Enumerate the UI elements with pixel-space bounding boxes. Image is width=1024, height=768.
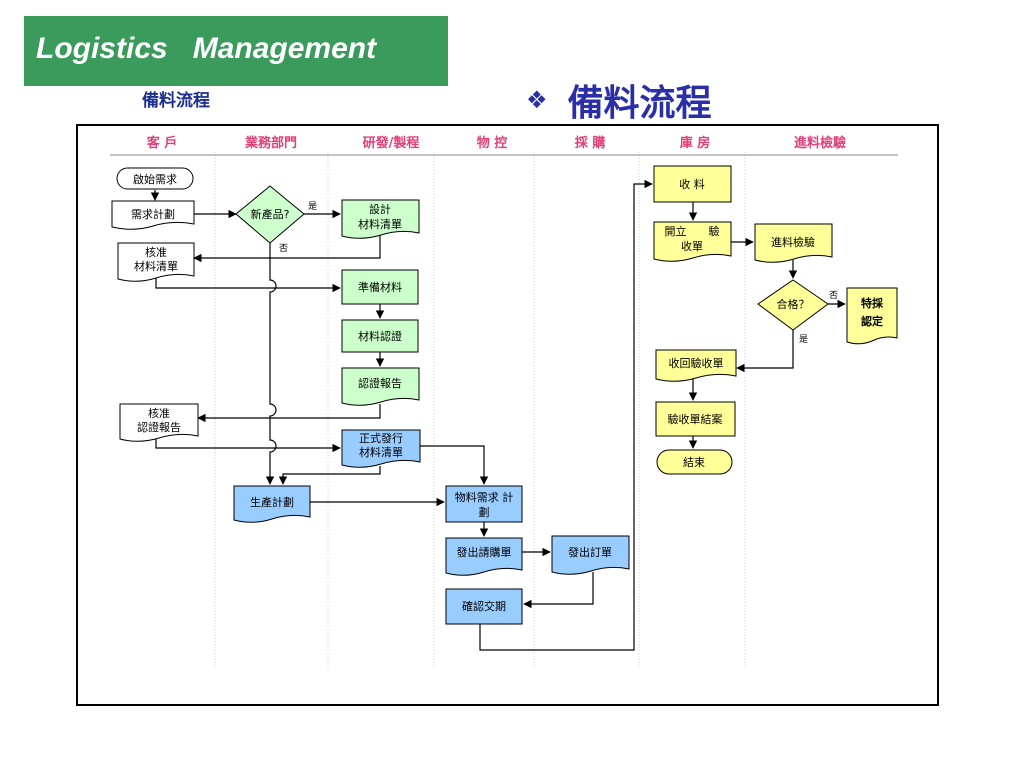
connectors [150, 179, 846, 651]
node-end: 結束 [656, 449, 733, 475]
svg-text:認證報告: 認證報告 [137, 420, 181, 434]
svg-text:認證報告: 認證報告 [358, 376, 402, 390]
svg-text:新產品?: 新產品? [251, 207, 290, 221]
prepare-material-label: 準備材料 [358, 280, 402, 294]
node-purchase-order: 發出訂單 [551, 535, 630, 575]
lane-separators [214, 152, 746, 668]
lane-incoming-inspection: 進料檢驗 [794, 135, 846, 151]
node-design-bom: 設計 材料清單 [341, 199, 420, 239]
node-new-product: 新產品? [235, 185, 305, 244]
diagram-frame [76, 124, 939, 706]
node-special-purchase: 特採 認定 [846, 287, 898, 345]
receive-label: 收 料 [679, 177, 705, 191]
svg-text:核准: 核准 [145, 245, 167, 259]
close-receipt-label: 驗收單結案 [668, 412, 723, 426]
svg-text:進料檢驗: 進料檢驗 [771, 235, 815, 249]
svg-text:材料清單: 材料清單 [359, 445, 403, 459]
node-cert-report: 認證報告 [341, 367, 420, 406]
svg-text:設計: 設計 [369, 202, 391, 216]
node-open-receipt: 開立 驗 收單 [653, 221, 732, 262]
svg-text:開立 驗: 開立 驗 [665, 224, 720, 238]
lane-customer: 客 戶 [147, 135, 178, 151]
node-production-plan: 生產計劃 [233, 485, 311, 523]
lane-rd: 研發/製程 [363, 135, 420, 151]
svg-text:結束: 結束 [683, 455, 705, 469]
heading-text: 備料流程 [567, 82, 712, 124]
svg-text:發出請購單: 發出請購單 [457, 545, 512, 559]
heading: ❖ 備料流程 [526, 78, 712, 124]
confirm-delivery-label: 確認交期 [462, 599, 506, 613]
svg-text:需求計劃: 需求計劃 [131, 207, 175, 221]
node-incoming-inspection: 進料檢驗 [754, 223, 833, 263]
svg-text:合格？: 合格？ [777, 297, 810, 311]
material-cert-label: 材料認證 [358, 329, 402, 343]
lane-material-control: 物 控 [477, 135, 508, 151]
diamond-bullet-icon: ❖ [526, 86, 548, 114]
node-confirm-delivery [445, 588, 523, 625]
node-start: 啟始需求 [116, 167, 194, 190]
node-qualified: 合格？ [757, 279, 829, 331]
svg-text:生產計劃: 生產計劃 [250, 495, 294, 509]
label-no-new-product: 否 [279, 243, 288, 254]
label-yes-qualified: 是 [799, 334, 808, 345]
node-receive [653, 165, 732, 203]
svg-text:收單: 收單 [681, 239, 703, 253]
lane-warehouse: 庫 房 [680, 135, 711, 151]
svg-text:核准: 核准 [148, 406, 170, 420]
svg-text:特採: 特採 [861, 296, 884, 310]
label-yes-new-product: 是 [308, 201, 317, 212]
node-recover-receipt: 收回驗收單 [655, 349, 737, 382]
node-material-cert [341, 319, 419, 353]
lane-purchasing: 採 購 [575, 135, 606, 151]
svg-text:啟始需求: 啟始需求 [133, 172, 177, 186]
svg-text:正式發行: 正式發行 [359, 431, 403, 445]
svg-text:劃: 劃 [479, 505, 490, 519]
node-close-receipt [655, 401, 736, 437]
svg-text:收回驗收單: 收回驗收單 [669, 356, 724, 370]
svg-text:材料清單: 材料清單 [134, 259, 178, 273]
subtitle: 備料流程 [142, 91, 210, 111]
node-material-requirement: 物料需求 計 劃 [445, 485, 523, 523]
lane-sales: 業務部門 [244, 135, 297, 151]
banner-title: Logistics Management [36, 32, 377, 65]
svg-text:材料清單: 材料清單 [358, 217, 402, 231]
node-approve-bom: 核准 材料清單 [117, 242, 195, 282]
node-formal-bom: 正式發行 材料清單 [341, 429, 421, 468]
label-no-qualified: 否 [829, 290, 838, 301]
node-prepare-material [341, 269, 419, 305]
svg-text:發出訂單: 發出訂單 [568, 545, 612, 559]
node-approve-report: 核准 認證報告 [119, 403, 199, 442]
node-purchase-requisition: 發出請購單 [445, 537, 523, 576]
svg-text:物料需求 計: 物料需求 計 [455, 490, 514, 504]
node-demand-plan: 需求計劃 [111, 200, 195, 230]
svg-text:認定: 認定 [861, 314, 883, 328]
title-banner: Logistics Management [24, 16, 448, 86]
